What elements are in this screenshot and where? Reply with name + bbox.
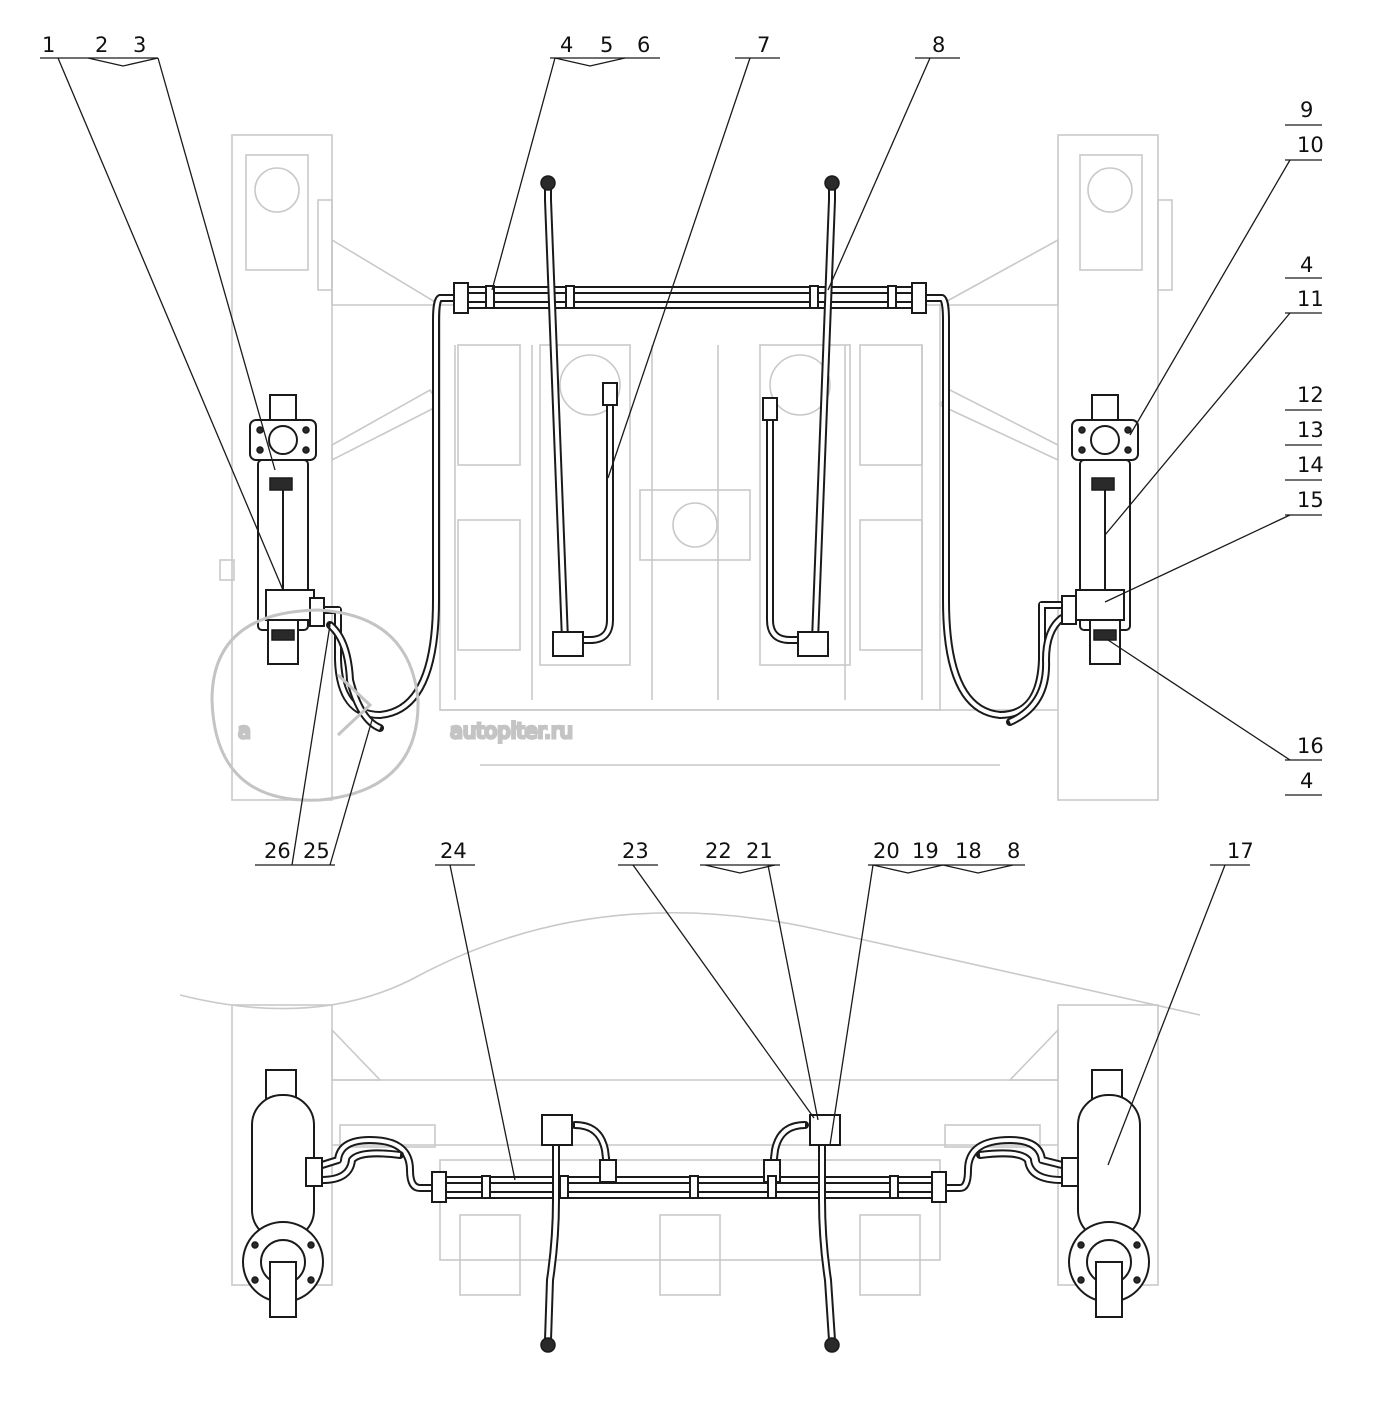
callout-12: 12	[1297, 383, 1324, 407]
callout-3: 3	[133, 33, 146, 57]
top-pipes	[318, 175, 1066, 732]
callout-2: 2	[95, 33, 108, 57]
callout-21: 21	[746, 839, 773, 863]
bottom-right-cylinder	[1061, 1069, 1150, 1318]
bottom-left-cylinder	[242, 1069, 324, 1318]
callout-1: 1	[42, 33, 55, 57]
callout-8: 8	[932, 33, 945, 57]
top-right-cylinder	[1061, 394, 1139, 665]
callout-16: 16	[1297, 734, 1324, 758]
callout-5: 5	[600, 33, 613, 57]
callout-11: 11	[1297, 287, 1324, 311]
callout-20: 20	[873, 839, 900, 863]
watermark-logo-letter: a	[238, 719, 251, 743]
top-left-cylinder	[249, 394, 325, 665]
callout-24: 24	[440, 839, 467, 863]
callout-leaders	[40, 57, 1322, 1181]
watermark-logo-arrow	[336, 673, 373, 737]
watermark: a autopiter.ru	[210, 608, 574, 802]
callout-22: 22	[705, 839, 732, 863]
callout-14: 14	[1297, 453, 1324, 477]
callout-17: 17	[1227, 839, 1254, 863]
callout-labels: 1 2 3 4 5 6 7 8 9 10 4 11 12 13 14 15 16…	[42, 33, 1324, 863]
callout-4: 4	[560, 33, 573, 57]
callout-4-right-lower: 4	[1300, 769, 1313, 793]
callout-19: 19	[912, 839, 939, 863]
watermark-logo-shape	[210, 608, 420, 802]
callout-15: 15	[1297, 488, 1324, 512]
callout-9: 9	[1300, 98, 1313, 122]
callout-10: 10	[1297, 133, 1324, 157]
callout-4-right-upper: 4	[1300, 253, 1313, 277]
callout-25: 25	[303, 839, 330, 863]
top-frame-ghost	[219, 134, 1173, 801]
callout-7: 7	[757, 33, 770, 57]
callout-13: 13	[1297, 418, 1324, 442]
watermark-text: autopiter.ru	[450, 719, 573, 743]
callout-23: 23	[622, 839, 649, 863]
callout-6: 6	[637, 33, 650, 57]
callout-26: 26	[264, 839, 291, 863]
bottom-frame-ghost	[179, 911, 1201, 1296]
bottom-pipes	[318, 1114, 1066, 1353]
callout-8-bottom: 8	[1007, 839, 1020, 863]
callout-18: 18	[955, 839, 982, 863]
